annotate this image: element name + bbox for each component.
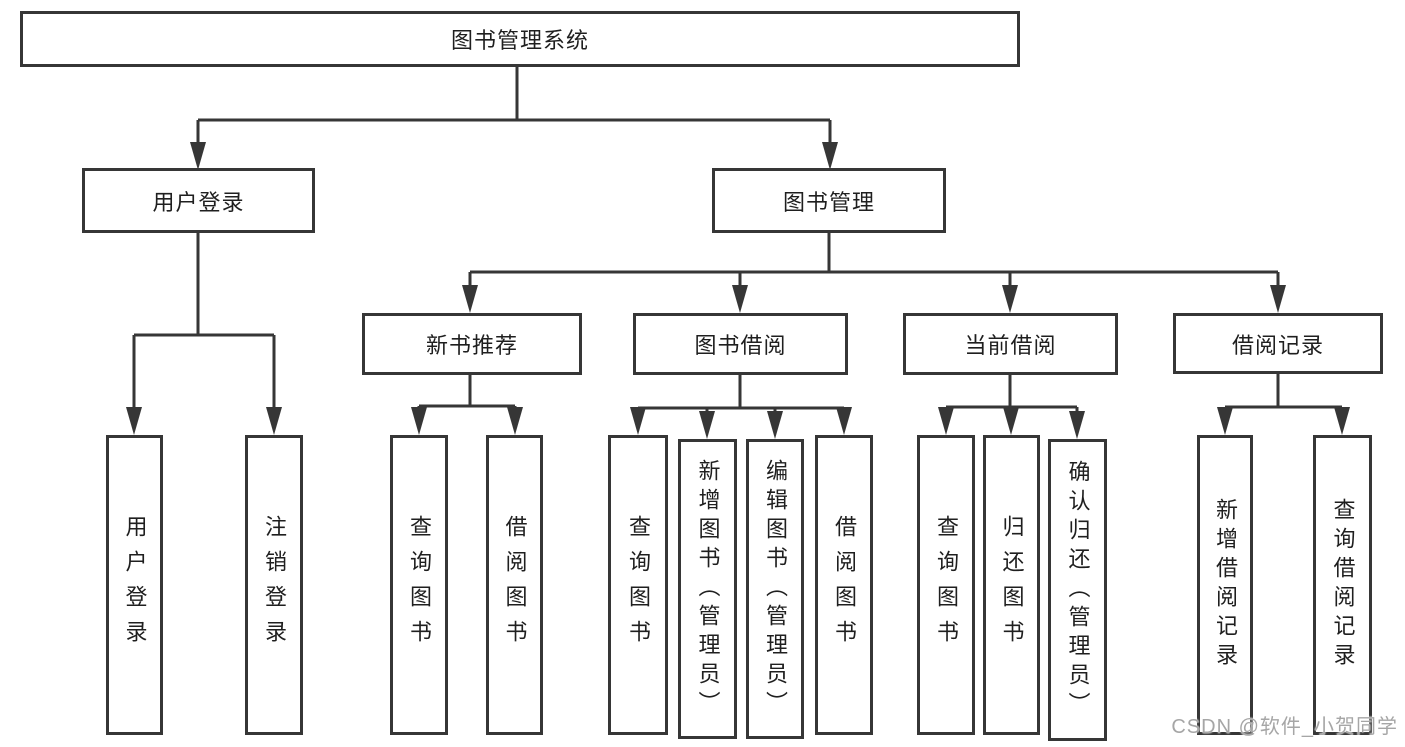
leaf-logout: 注销登录 bbox=[245, 435, 303, 735]
arrow-down-icon bbox=[630, 407, 646, 435]
arrow-down-icon bbox=[938, 407, 954, 435]
arrow-down-icon bbox=[126, 407, 142, 435]
arrow-down-icon bbox=[1003, 407, 1019, 435]
connector-user-login-group bbox=[126, 233, 282, 435]
arrow-down-icon bbox=[1270, 285, 1286, 313]
leaf-return-books: 归还图书 bbox=[983, 435, 1040, 735]
arrow-down-icon bbox=[767, 411, 783, 439]
leaf-query-books-2: 查询图书 bbox=[608, 435, 668, 735]
arrow-down-icon bbox=[699, 411, 715, 439]
node-book-borrow: 图书借阅 bbox=[633, 313, 848, 375]
leaf-query-books-1: 查询图书 bbox=[390, 435, 448, 735]
arrow-down-icon bbox=[507, 407, 523, 435]
leaf-add-books-admin: 新增图书（管理员） bbox=[678, 439, 737, 739]
leaf-borrow-books-1: 借阅图书 bbox=[486, 435, 543, 735]
leaf-add-borrow-record: 新增借阅记录 bbox=[1197, 435, 1253, 735]
arrow-down-icon bbox=[1002, 285, 1018, 313]
node-root-system: 图书管理系统 bbox=[20, 11, 1020, 67]
connector-root-to-level2 bbox=[190, 67, 838, 170]
leaf-query-books-3: 查询图书 bbox=[917, 435, 975, 735]
arrow-down-icon bbox=[732, 285, 748, 313]
csdn-watermark: CSDN @软件_小贺同学 bbox=[1171, 716, 1398, 738]
leaf-user-login: 用户登录 bbox=[106, 435, 163, 735]
arrow-down-icon bbox=[411, 407, 427, 435]
node-current-borrow: 当前借阅 bbox=[903, 313, 1118, 375]
leaf-edit-books-admin: 编辑图书（管理员） bbox=[746, 439, 804, 739]
leaf-borrow-books-2: 借阅图书 bbox=[815, 435, 873, 735]
arrow-down-icon bbox=[190, 142, 206, 170]
connector-current-borrow-group bbox=[938, 375, 1085, 439]
leaf-query-borrow-record: 查询借阅记录 bbox=[1313, 435, 1372, 735]
leaf-confirm-return-admin: 确认归还（管理员） bbox=[1048, 439, 1107, 741]
connector-book-mgmt-to-level3 bbox=[462, 233, 1286, 313]
node-borrow-records: 借阅记录 bbox=[1173, 313, 1383, 374]
arrow-down-icon bbox=[822, 142, 838, 170]
node-new-book-recommend: 新书推荐 bbox=[362, 313, 582, 375]
arrow-down-icon bbox=[1217, 407, 1233, 435]
node-user-login: 用户登录 bbox=[82, 168, 315, 233]
node-book-management: 图书管理 bbox=[712, 168, 946, 233]
arrow-down-icon bbox=[462, 285, 478, 313]
arrow-down-icon bbox=[1069, 411, 1085, 439]
arrow-down-icon bbox=[1334, 407, 1350, 435]
connector-book-borrow-group bbox=[630, 375, 852, 439]
arrow-down-icon bbox=[266, 407, 282, 435]
arrow-down-icon bbox=[836, 407, 852, 435]
connector-new-book-group bbox=[411, 375, 523, 435]
connector-borrow-records-group bbox=[1217, 374, 1350, 435]
